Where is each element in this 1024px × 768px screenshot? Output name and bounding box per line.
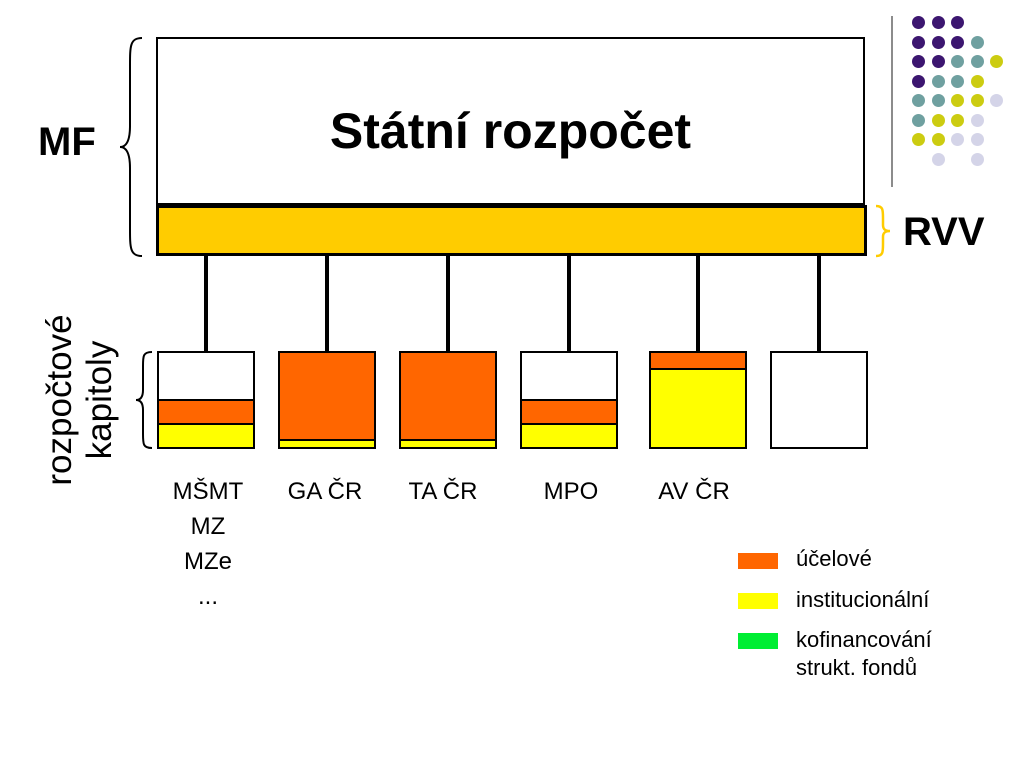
chapter-label-line: MZ xyxy=(190,513,226,540)
legend-label-cofinancing-line2: strukt. fondů xyxy=(796,655,918,680)
decorative-dot xyxy=(931,55,945,68)
budget-chapters-label: rozpočtové kapitoly xyxy=(40,314,120,485)
decorative-dot xyxy=(912,94,925,107)
decorative-dot xyxy=(970,113,984,127)
decorative-dot xyxy=(931,113,945,127)
decorative-dot xyxy=(951,133,964,146)
decorative-dot xyxy=(970,152,984,166)
decorative-dot xyxy=(931,16,945,29)
institutional-share xyxy=(522,423,616,447)
connector-line xyxy=(696,256,700,352)
chapter-label-tacr: TA ČR xyxy=(383,474,503,509)
decorative-dot xyxy=(951,94,964,107)
rvv-brace xyxy=(875,204,891,258)
connector-line xyxy=(446,256,450,352)
earmarked-share xyxy=(159,399,253,423)
decorative-dot xyxy=(951,113,964,127)
budget-chapters-label-line1: rozpočtové xyxy=(40,314,79,486)
connector-line xyxy=(204,256,208,352)
earmarked-share xyxy=(280,353,374,439)
institutional-share xyxy=(280,439,374,447)
decorative-dot xyxy=(912,35,925,49)
mf-label: MF xyxy=(38,120,96,164)
legend-label-cofinancing: kofinancování strukt. fondů xyxy=(796,626,932,682)
chapter-label-line: GA ČR xyxy=(287,478,363,505)
decorative-dot xyxy=(970,55,984,68)
decorative-dot xyxy=(970,35,984,49)
decorative-dot xyxy=(951,55,964,68)
institutional-share xyxy=(651,368,745,447)
chapter-label-line: TA ČR xyxy=(408,478,478,505)
state-budget-box: Státní rozpočet xyxy=(156,37,865,205)
chapter-box xyxy=(520,351,618,449)
legend-label-earmarked: účelové xyxy=(796,546,872,571)
legend-swatch-cofinancing xyxy=(738,633,778,649)
rvv-label: RVV xyxy=(903,210,985,254)
decorative-dot xyxy=(990,55,1003,68)
connector-line xyxy=(817,256,821,352)
chapter-box xyxy=(649,351,747,449)
decorative-dot xyxy=(931,133,945,146)
chapter-label-mpo: MPO xyxy=(511,474,631,509)
decorative-dot xyxy=(912,133,925,146)
decorative-dot xyxy=(931,152,945,166)
budget-chapters-label-line2: kapitoly xyxy=(80,340,119,460)
chapter-label-msmt: MŠMT MZ MZe ... xyxy=(148,474,268,614)
connector-line xyxy=(567,256,571,352)
decorative-dot xyxy=(931,35,945,49)
decorative-dot xyxy=(990,94,1003,107)
chapter-box xyxy=(157,351,255,449)
chapter-label-line: AV ČR xyxy=(658,478,730,505)
rvv-bar xyxy=(156,205,867,256)
decorative-dot xyxy=(970,94,984,107)
decorative-dot xyxy=(912,74,925,88)
decorative-dot xyxy=(912,113,925,127)
chapters-brace xyxy=(135,351,153,449)
decorative-dot xyxy=(912,55,925,68)
legend-label-cofinancing-line1: kofinancování xyxy=(796,627,932,652)
decorative-dot xyxy=(951,16,964,29)
chapter-label-gacr: GA ČR xyxy=(265,474,385,509)
connector-line xyxy=(325,256,329,352)
decorative-dot xyxy=(931,74,945,88)
decorative-dot xyxy=(970,133,984,146)
chapter-box xyxy=(278,351,376,449)
earmarked-share xyxy=(401,353,495,439)
decorative-vertical-line xyxy=(891,16,893,187)
chapter-label-line: MZe xyxy=(184,548,232,575)
decorative-dot xyxy=(951,74,964,88)
chapter-label-avcr: AV ČR xyxy=(634,474,754,509)
institutional-share xyxy=(159,423,253,447)
decorative-dot xyxy=(931,94,945,107)
earmarked-share xyxy=(651,353,745,368)
legend-label-institutional: institucionální xyxy=(796,587,930,612)
decorative-dot xyxy=(951,35,964,49)
chapter-label-line: MŠMT xyxy=(172,478,244,505)
chapter-box xyxy=(770,351,868,449)
state-budget-title: Státní rozpočet xyxy=(329,103,692,159)
earmarked-share xyxy=(522,399,616,423)
mf-brace xyxy=(119,37,143,257)
decorative-dot xyxy=(912,16,925,29)
chapter-box xyxy=(399,351,497,449)
chapter-label-line: MPO xyxy=(543,478,599,505)
decorative-dot xyxy=(970,74,984,88)
legend-swatch-institutional xyxy=(738,593,778,609)
legend-swatch-earmarked xyxy=(738,553,778,569)
institutional-share xyxy=(401,439,495,447)
chapter-label-line: ... xyxy=(197,583,218,610)
